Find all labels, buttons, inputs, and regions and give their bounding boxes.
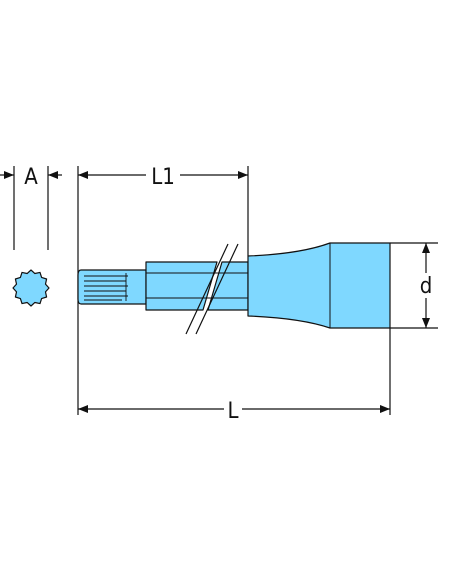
spline-end-view [12, 269, 50, 307]
spline-tip [77, 269, 147, 305]
dimension-d-label: d [420, 274, 433, 299]
dimension-a-label: A [24, 165, 38, 190]
spline-tip-grooves [84, 273, 128, 301]
hex-shank-left-part [145, 261, 218, 311]
hex-shank [145, 243, 249, 335]
break-line-right [195, 243, 239, 335]
socket-body [247, 242, 391, 329]
break-line-left [185, 243, 229, 335]
dimension-l-label: L [227, 399, 238, 424]
spline-tip-body [77, 269, 147, 305]
dimension-l1-label: L1 [151, 165, 175, 190]
